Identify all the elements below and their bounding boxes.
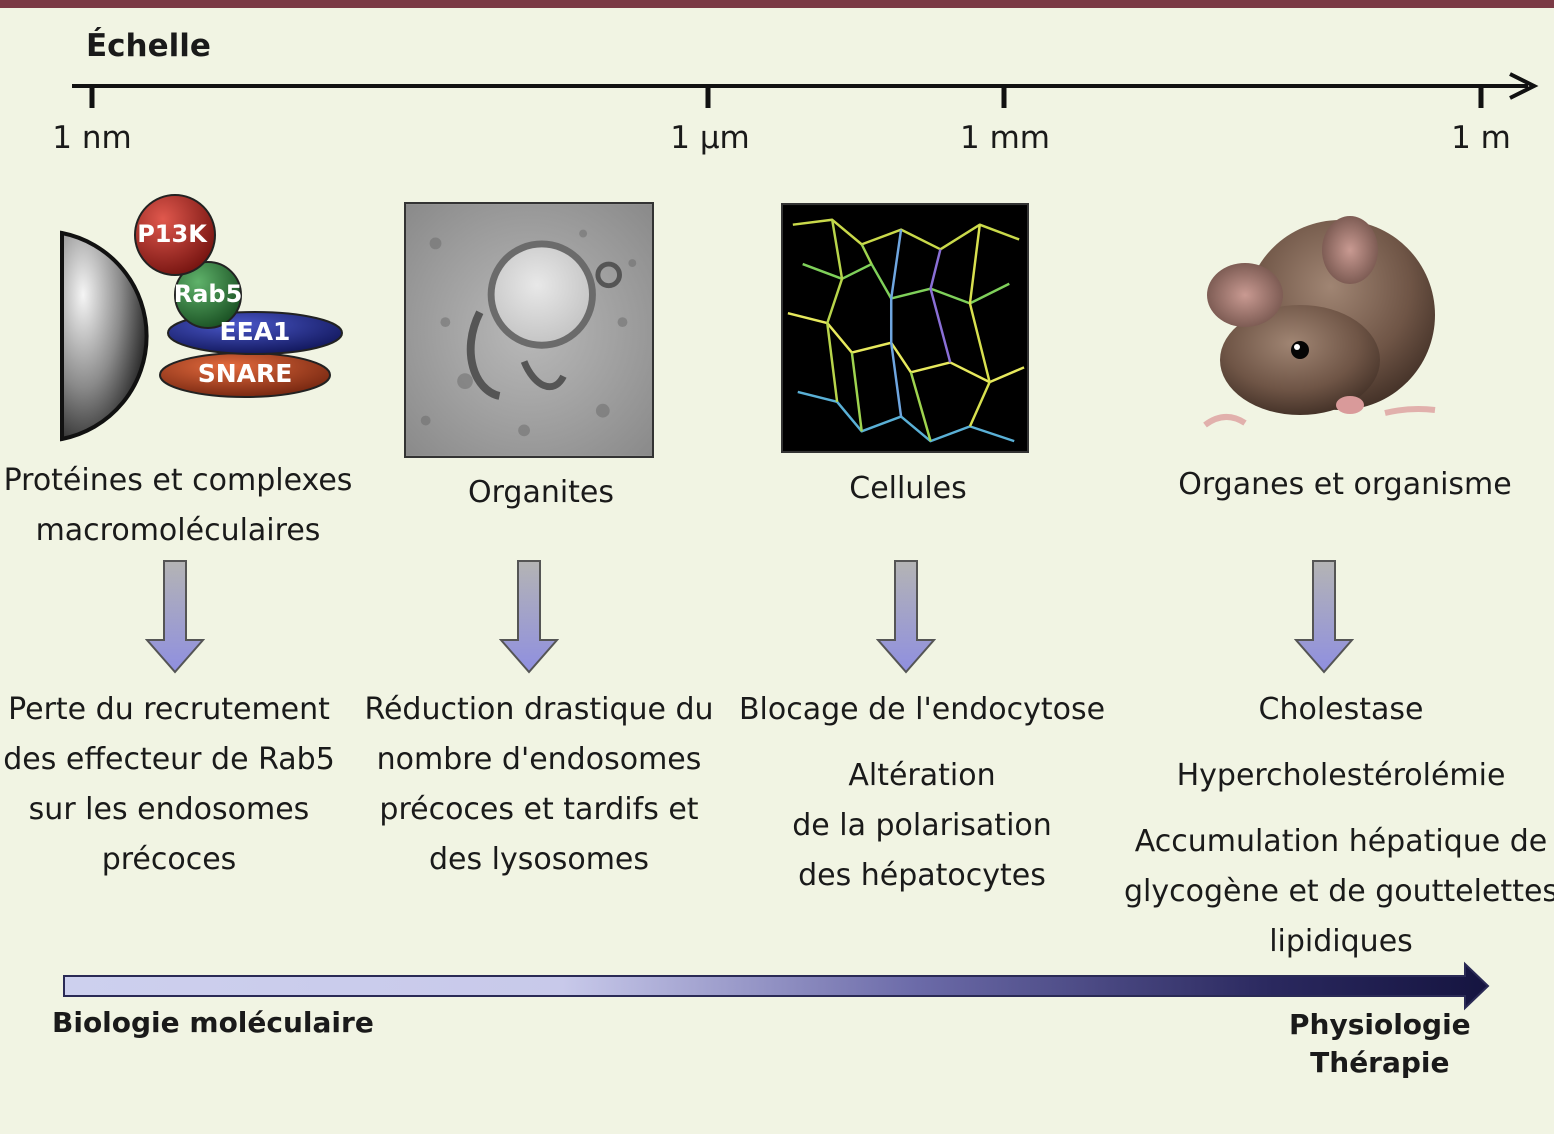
protein-complex-illustration bbox=[60, 194, 343, 442]
molecular-to-physiology-arrow bbox=[63, 961, 1490, 1011]
down-arrow-organelles bbox=[499, 560, 559, 674]
effect-organelles: Réduction drastique du nombre d'endosome… bbox=[364, 692, 714, 877]
bottom-label-physiology-therapy: Physiologie Thérapie bbox=[1289, 1008, 1471, 1079]
scale-axis bbox=[72, 72, 1539, 108]
down-arrow-cells bbox=[876, 560, 936, 674]
eea1-label: EEA1 bbox=[219, 317, 291, 346]
scale-title: Échelle bbox=[86, 28, 211, 64]
snare-label: SNARE bbox=[197, 359, 293, 388]
tick-label-nm: 1 nm bbox=[52, 120, 132, 156]
tick-label-m: 1 m bbox=[1451, 120, 1511, 156]
level-label-proteins: Protéines et complexes macromoléculaires bbox=[3, 463, 353, 548]
cells-fluorescence-image bbox=[781, 203, 1029, 453]
top-border bbox=[0, 0, 1554, 8]
tick-label-um: 1 µm bbox=[670, 120, 750, 156]
level-label-organs: Organes et organisme bbox=[1178, 467, 1512, 502]
effect-cells: Blocage de l'endocytose Altération de la… bbox=[738, 692, 1106, 893]
down-arrow-proteins bbox=[145, 560, 205, 674]
down-arrow-organs bbox=[1294, 560, 1354, 674]
organelle-micrograph bbox=[404, 202, 654, 458]
effect-proteins: Perte du recrutement des effecteur de Ra… bbox=[3, 692, 335, 877]
level-label-organelles: Organites bbox=[467, 475, 615, 510]
level-label-cells: Cellules bbox=[849, 471, 967, 506]
rab5-label: Rab5 bbox=[173, 280, 243, 308]
tick-label-mm: 1 mm bbox=[960, 120, 1050, 156]
bottom-label-molecular-biology: Biologie moléculaire bbox=[52, 1006, 374, 1039]
effect-organs: Cholestase Hypercholestérolémie Accumula… bbox=[1123, 692, 1554, 959]
p13k-label: P13K bbox=[137, 220, 207, 248]
mouse-illustration bbox=[1203, 216, 1436, 428]
